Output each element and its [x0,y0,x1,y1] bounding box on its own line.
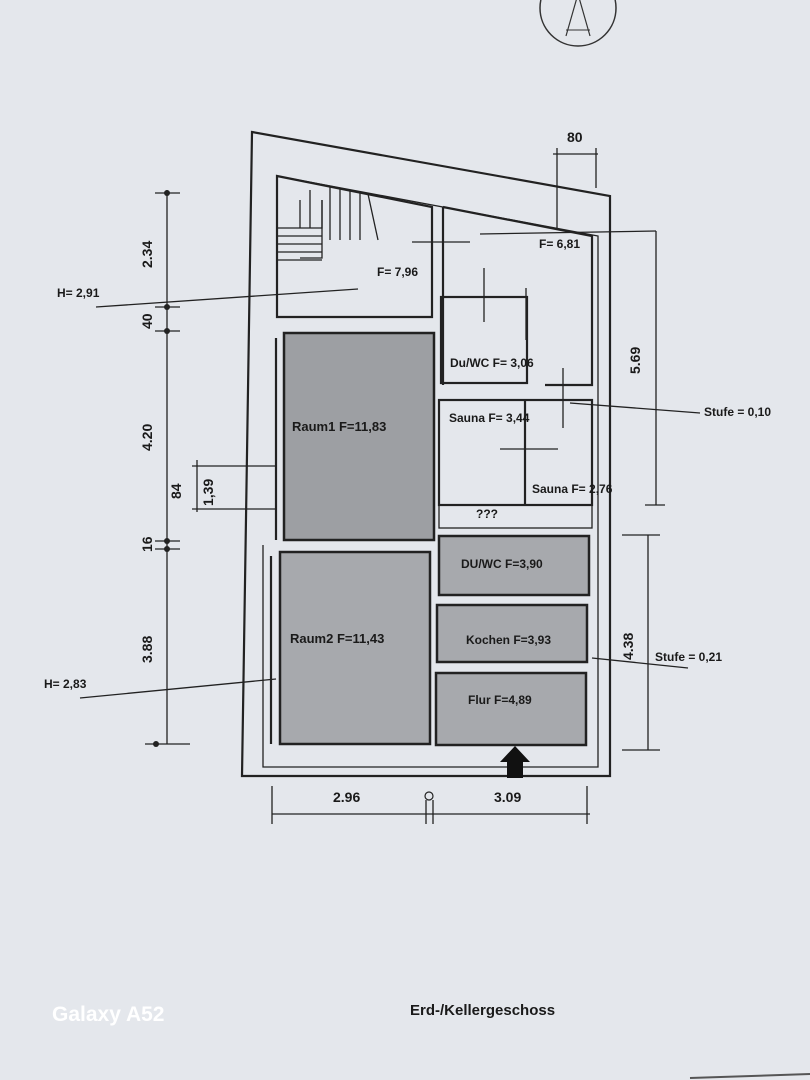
kochen-room [435,603,589,664]
dim-left-420: 4.20 [139,424,155,451]
duwc-upper-label: Du/WC F= 3,06 [450,356,534,370]
step-bottom-label: Stufe = 0,21 [655,650,722,664]
step-top-label: Stufe = 0,10 [704,405,771,419]
raum2-label: Raum2 F=11,43 [290,631,384,646]
dim-bottom-309: 3.09 [494,789,521,805]
dim-left-16: 16 [139,536,155,552]
north-arrow-icon [539,0,617,47]
stair-room [275,174,470,319]
plan-caption: Erd-/Kellergeschoss [410,1002,556,1019]
dim-right-438: 4.38 [620,633,636,660]
sauna-block [437,368,594,529]
dim-right-569: 5.69 [627,347,643,374]
entrance-arrow-icon [500,746,530,778]
sauna2-label: Sauna F= 2,76 [532,482,613,496]
stair-area-label: F= 7,96 [377,265,418,279]
outer-wall [240,130,612,778]
dim-bottom-296: 2.96 [333,789,360,805]
flur-room [434,671,588,747]
height-bottom-label: H= 2,83 [44,677,87,691]
dim-left-139: 1,39 [200,479,216,506]
camera-watermark: Galaxy A52 [52,1003,165,1026]
duwc-lower-label: DU/WC F=3,90 [461,557,543,571]
raum1-label: Raum1 F=11,83 [292,419,386,434]
height-top-label: H= 2,91 [57,286,100,300]
dim-left-234: 2.34 [139,241,155,268]
kochen-label: Kochen F=3,93 [466,633,551,647]
flur-label: Flur F=4,89 [468,693,532,707]
dim-left-84: 84 [168,483,184,499]
dim-left-388: 3.88 [139,636,155,663]
sauna1-label: Sauna F= 3,44 [449,411,530,425]
duwc-lower-room [437,534,591,597]
raum1-room [282,331,436,542]
raum2-room [278,550,432,746]
dim-top-80: 80 [567,129,583,145]
unknown-label: ??? [476,507,498,521]
dim-left-40: 40 [139,313,155,329]
top-right-label: F= 6,81 [539,237,580,251]
